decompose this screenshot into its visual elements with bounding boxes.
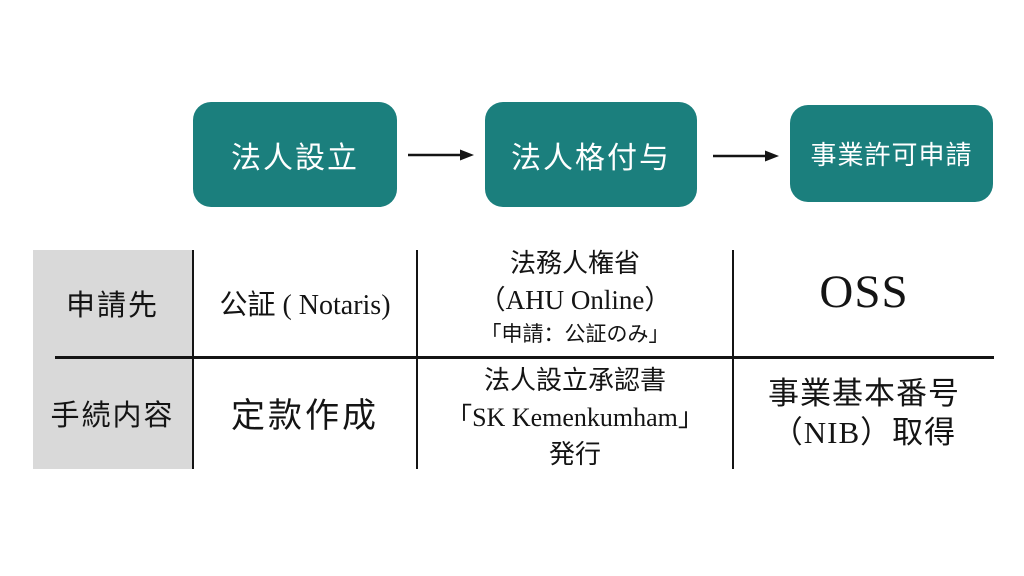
- table-header-column-background: [33, 250, 192, 469]
- table-row-divider: [55, 356, 994, 359]
- table-cell-oss: OSS: [734, 250, 994, 356]
- cell-line: 定款作成: [231, 398, 379, 435]
- cell-line: 法務人権省: [509, 249, 640, 278]
- row-header-label: 手続内容: [50, 399, 175, 432]
- row-header-label: 申請先: [65, 290, 159, 322]
- cell-line: 「SK Kemenkumham」: [446, 403, 704, 432]
- cell-line: 事業基本番号: [768, 375, 960, 411]
- flow-step-houjinkaku-fuyo: 法人格付与: [485, 102, 697, 207]
- flow-step-label: 事業許可申請: [810, 141, 973, 170]
- table-vertical-divider: [192, 250, 194, 469]
- cell-line: 公証 ( Notaris): [219, 290, 391, 321]
- flow-step-label: 法人格付与: [511, 141, 671, 175]
- cell-line: 発行: [548, 440, 601, 469]
- flow-step-jigyou-kyoka-shinsei: 事業許可申請: [790, 105, 993, 202]
- table-cell-articles-of-incorporation: 定款作成: [194, 356, 416, 469]
- cell-line: （AHU Online）: [478, 285, 672, 315]
- arrow-right-icon: [408, 149, 474, 161]
- flow-step-label: 法人設立: [231, 141, 359, 175]
- table-cell-sk-kemenkumham: 法人設立承認書 「SK Kemenkumham」 発行: [418, 356, 732, 469]
- row-header-application-destination: 申請先: [33, 250, 192, 356]
- cell-line: 「申請：公証のみ」: [480, 322, 670, 346]
- row-header-procedure-content: 手続内容: [33, 356, 192, 469]
- flow-step-houjin-setsuritsu: 法人設立: [193, 102, 397, 207]
- table-cell-notaris: 公証 ( Notaris): [194, 250, 416, 356]
- table-cell-ahu-online: 法務人権省 （AHU Online） 「申請：公証のみ」: [418, 246, 732, 352]
- arrow-right-icon: [713, 150, 779, 162]
- table-cell-nib: 事業基本番号 （NIB）取得: [734, 356, 994, 469]
- table-vertical-divider: [416, 250, 418, 469]
- table-vertical-divider: [732, 250, 734, 469]
- cell-line: （NIB）取得: [771, 414, 957, 450]
- cell-line: OSS: [819, 266, 909, 318]
- cell-line: 法人設立承認書: [483, 366, 666, 395]
